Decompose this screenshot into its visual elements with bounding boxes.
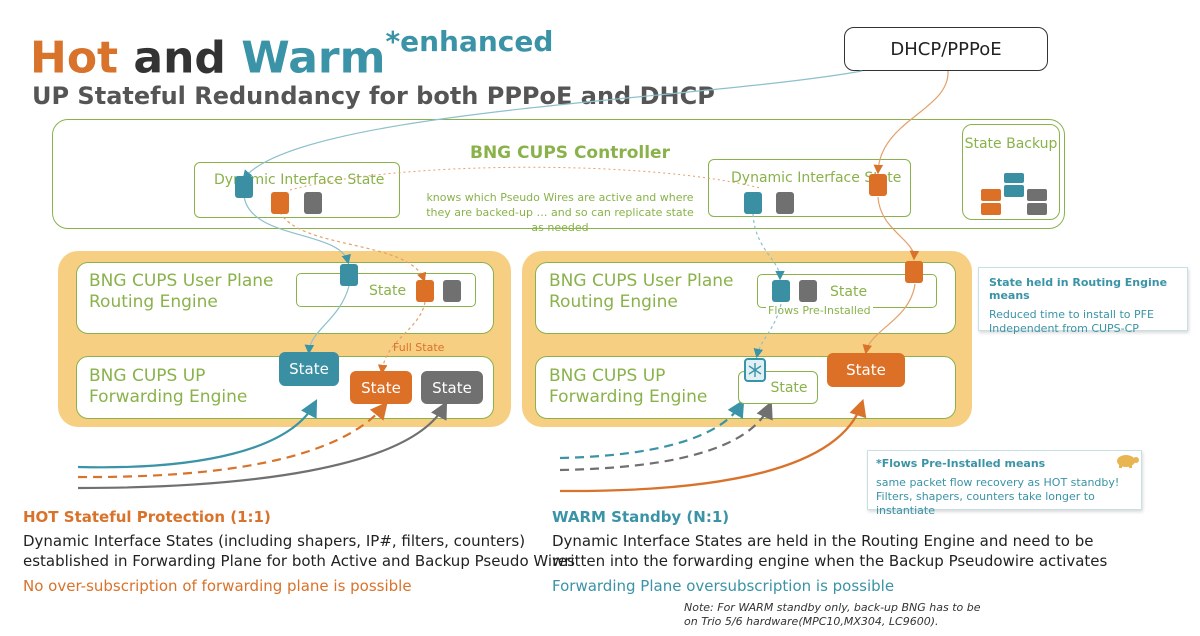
page-subtitle: UP Stateful Redundancy for both PPPoE an… [32, 82, 715, 110]
backup-gray-1 [1027, 189, 1047, 201]
warm-teal-down-line [752, 213, 785, 281]
callout-routing-engine: State held in Routing Engine means Reduc… [978, 267, 1188, 335]
warm-flow-gray [559, 400, 773, 472]
footnote-line2: on Trio 5/6 hardware(MPC10,MX304, LC9600… [684, 615, 939, 628]
callout-flows-line2: Filters, shapers, counters take longer t… [876, 490, 1095, 517]
warm-orange-to-fe-line [862, 283, 916, 355]
hot-flow-teal [77, 399, 318, 469]
title-enhanced: *enhanced [385, 25, 554, 58]
ctrl-left-teal-state [235, 176, 253, 198]
ctrl-left-orange-state [271, 192, 289, 214]
title-and: and [118, 32, 242, 84]
dhcp-to-right-dis-line [873, 70, 949, 175]
ctrl-right-teal-state [744, 192, 762, 214]
hot-re-state-label: State [369, 283, 407, 299]
backup-teal-1 [1004, 173, 1024, 183]
snowflake-icon [744, 358, 766, 382]
warm-flow-orange [559, 398, 867, 493]
hot-flow-orange [77, 401, 388, 479]
hot-re-label: BNG CUPS User Plane Routing Engine [89, 271, 274, 312]
warm-section-heading: WARM Standby (N:1) [552, 508, 730, 526]
callout-flows-preinstalled: *Flows Pre-Installed means same packet f… [867, 450, 1142, 517]
full-state-label: Full State [393, 341, 445, 354]
warm-re-state-label: State [830, 284, 868, 300]
warm-section-highlight: Forwarding Plane oversubscription is pos… [552, 577, 895, 595]
state-backup-label: State Backup [964, 136, 1058, 152]
warm-orange-down-line [877, 196, 920, 261]
warm-section-line1: Dynamic Interface States are held in the… [552, 532, 1094, 550]
hot-orange-to-fe-line [377, 301, 426, 375]
ctrl-right-orange-state [869, 174, 887, 196]
dis-box-left [194, 162, 400, 218]
hot-fe-orange-state: State [350, 371, 412, 404]
hot-teal-down-line [243, 195, 351, 265]
callout-flows-line1: same packet flow recovery as HOT standby… [876, 476, 1120, 489]
hot-section-line2: established in Forwarding Plane for both… [23, 552, 575, 570]
warm-flow-teal [559, 399, 745, 460]
hot-fe-label: BNG CUPS UP Forwarding Engine [89, 366, 248, 407]
ctrl-left-gray-state [304, 192, 322, 214]
hot-flow-gray [77, 401, 448, 490]
hot-section-heading: HOT Stateful Protection (1:1) [23, 508, 271, 526]
warm-section-line2: written into the forwarding engine when … [552, 552, 1108, 570]
warm-re-orange-state [905, 261, 923, 283]
hot-teal-to-fe-line [304, 285, 350, 355]
warm-fe-label: BNG CUPS UP Forwarding Engine [549, 366, 708, 407]
warm-fe-orange-state: State [827, 353, 905, 387]
dhcp-label: DHCP/PPPoE [890, 38, 1002, 60]
warm-re-teal-state [772, 280, 790, 302]
hot-fe-teal-state: State [279, 352, 339, 386]
backup-gray-2 [1027, 203, 1047, 215]
warm-re-label: BNG CUPS User Plane Routing Engine [549, 271, 734, 312]
warm-flows-to-fe-line [753, 303, 782, 359]
hot-re-gray-state [443, 280, 461, 302]
callout-re-line2: Independent from CUPS-CP [989, 322, 1139, 335]
footnote-line1: Note: For WARM standby only, back-up BNG… [684, 601, 981, 614]
controller-title: BNG CUPS Controller [470, 143, 670, 163]
callout-flows-title: *Flows Pre-Installed means [876, 457, 1046, 470]
callout-re-title: State held in Routing Engine means [989, 276, 1168, 302]
dis-label-right: Dynamic Interface State [731, 170, 902, 186]
dis-label-left: Dynamic Interface State [214, 172, 385, 188]
dhcp-pppoe-box: DHCP/PPPoE [844, 27, 1048, 71]
turtle-icon [1114, 452, 1140, 472]
flows-preinstalled-label: Flows Pre-Installed [766, 304, 873, 317]
controller-note: knows which Pseudo Wires are active and … [426, 191, 694, 234]
dhcp-to-left-dis-line [242, 70, 863, 180]
backup-teal-2 [1004, 185, 1024, 197]
hot-section-highlight: No over-subscription of forwarding plane… [23, 577, 412, 595]
warm-re-gray-state [799, 280, 817, 302]
backup-orange-1 [981, 189, 1001, 201]
backup-orange-2 [981, 203, 1001, 215]
title-warm: Warm [241, 32, 386, 84]
hot-fe-gray-state: State [421, 371, 483, 404]
ctrl-right-gray-state [776, 192, 794, 214]
controller-replication-line [289, 166, 761, 191]
hot-re-teal-state [340, 264, 358, 286]
callout-re-line1: Reduced time to install to PFE [989, 308, 1154, 321]
hot-section-line1: Dynamic Interface States (including shap… [23, 532, 526, 550]
hot-re-orange-state [416, 280, 434, 302]
page-title: Hot and Warm*enhanced [30, 22, 553, 85]
title-hot: Hot [30, 32, 119, 84]
